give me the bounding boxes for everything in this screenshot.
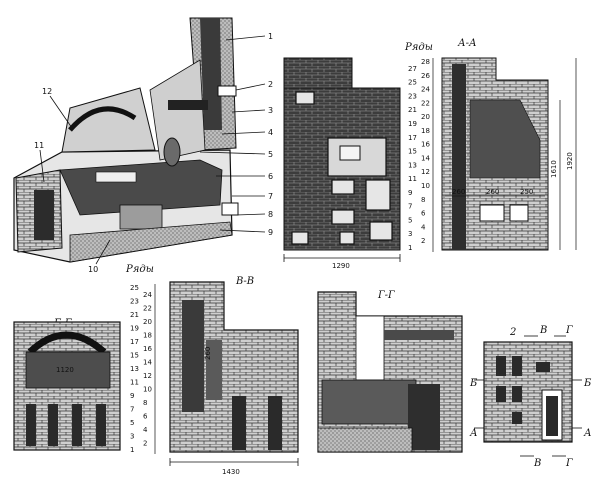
row-number: 7 [130, 406, 134, 414]
row-number: 18 [421, 127, 430, 135]
row-number: 1 [130, 446, 134, 454]
row-number: 3 [130, 433, 134, 441]
row-number: 12 [143, 372, 152, 380]
rows-ruler-top: Ряды 28272625242322212019181716151413121… [404, 42, 434, 252]
callout-5: 5 [268, 150, 273, 159]
row-number: 28 [421, 58, 430, 66]
isometric-cutaway-view: 1 2 3 4 5 6 7 8 9 10 11 12 [13, 17, 273, 274]
section-gg: Г-Г [317, 290, 463, 453]
dim-aa-height-outer: 1920 [566, 152, 574, 170]
row-number: 8 [143, 399, 147, 407]
callout-4: 4 [268, 128, 273, 137]
callout-1: 1 [268, 32, 273, 41]
section-vv-label: В-В [235, 276, 254, 287]
row-number: 12 [421, 168, 430, 176]
row-number: 6 [143, 412, 148, 420]
row-number: 1 [408, 244, 412, 252]
row-number: 23 [408, 92, 417, 100]
row-number: 21 [408, 106, 417, 114]
row-number: 7 [408, 203, 412, 211]
section-vv: В-В 260 1430 [169, 276, 299, 476]
dim-vv-width: 1430 [222, 468, 240, 476]
row-number: 16 [143, 345, 152, 353]
section-aa-label: А-А [457, 38, 477, 49]
row-number: 25 [130, 284, 139, 292]
row-number: 17 [130, 338, 139, 346]
callout-6: 6 [268, 172, 273, 181]
row-number: 2 [143, 439, 147, 447]
row-number: 22 [421, 99, 430, 107]
row-number: 24 [421, 86, 430, 94]
plan-a-right: А [583, 428, 592, 439]
plan-v-top: В [539, 325, 547, 336]
row-number: 9 [408, 189, 412, 197]
section-aa: А-А 260 260 250 1610 1920 [441, 38, 577, 251]
plan-view: 2 В Г Б Б А А В Г [469, 325, 592, 469]
row-number: 26 [421, 72, 430, 80]
dim-aa-w1: 260 [452, 188, 465, 196]
row-number: 24 [143, 291, 152, 299]
row-number: 8 [421, 196, 425, 204]
plan-b-right: Б [583, 378, 592, 389]
row-number: 18 [143, 331, 152, 339]
row-number: 21 [130, 311, 139, 319]
plan-g-bottom: Г [565, 458, 573, 469]
row-number: 14 [421, 154, 430, 162]
row-number: 6 [421, 210, 426, 218]
dim-vv-inner: 260 [204, 347, 212, 360]
rows-title-bottom: Ряды [125, 264, 154, 275]
row-number: 27 [408, 65, 417, 73]
row-number: 16 [421, 141, 430, 149]
row-number: 13 [408, 161, 417, 169]
row-number: 5 [130, 419, 134, 427]
callout-12: 12 [42, 87, 52, 96]
callout-9: 9 [268, 228, 273, 237]
row-number: 17 [408, 134, 417, 142]
row-number: 9 [130, 392, 134, 400]
row-number: 20 [421, 113, 430, 121]
callout-8: 8 [268, 210, 273, 219]
dim-aa-w3: 250 [520, 188, 533, 196]
row-number: 14 [143, 358, 152, 366]
row-number: 23 [130, 298, 139, 306]
callout-2: 2 [268, 80, 273, 89]
plan-number: 2 [509, 327, 516, 338]
rows-title-top: Ряды [404, 42, 433, 53]
dim-front-width: 1290 [332, 262, 350, 270]
callout-11: 11 [34, 141, 44, 150]
row-number: 4 [143, 426, 148, 434]
row-number: 15 [130, 352, 139, 360]
row-number: 4 [421, 223, 426, 231]
row-number: 11 [408, 175, 417, 183]
row-number: 22 [143, 304, 152, 312]
rows-ruler-bottom: Ряды 25242322212019181716151413121110987… [125, 264, 156, 454]
callout-3: 3 [268, 106, 273, 115]
row-number: 11 [130, 379, 139, 387]
row-number: 2 [421, 237, 425, 245]
front-elevation: 1290 [283, 57, 401, 270]
plan-a-left: А [469, 428, 478, 439]
row-number: 25 [408, 79, 417, 87]
section-gg-label: Г-Г [377, 290, 395, 301]
plan-v-bottom: В [533, 458, 541, 469]
callout-7: 7 [268, 192, 273, 201]
dim-aa-height-inner: 1610 [550, 160, 558, 178]
row-number: 10 [143, 385, 152, 393]
row-number: 3 [408, 230, 412, 238]
row-number: 19 [408, 120, 417, 128]
row-number: 15 [408, 148, 417, 156]
plan-g-top: Г [565, 325, 573, 336]
row-number: 5 [408, 216, 412, 224]
callout-10: 10 [88, 265, 98, 274]
dim-bb-inner: 1120 [56, 366, 74, 374]
row-number: 19 [130, 325, 139, 333]
row-number: 10 [421, 182, 430, 190]
row-number: 20 [143, 318, 152, 326]
dim-aa-w2: 260 [486, 188, 499, 196]
plan-b-left: Б [469, 378, 478, 389]
row-number: 13 [130, 365, 139, 373]
section-bb: Б-Б 1120 [13, 318, 121, 451]
